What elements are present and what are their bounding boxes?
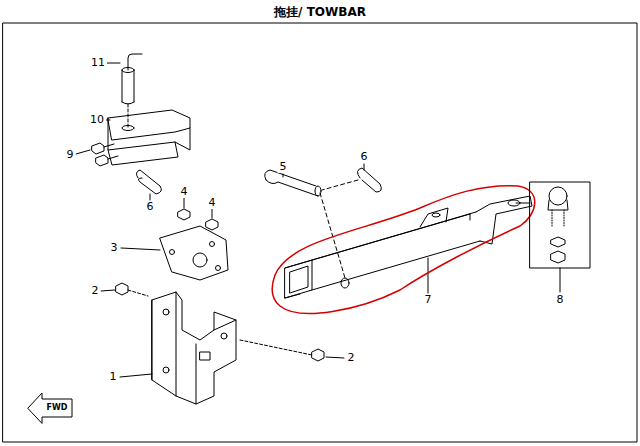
callout-number: 6 bbox=[145, 201, 156, 213]
diagram-title: 拖挂/ TOWBAR bbox=[274, 4, 366, 21]
callout-number: 10 bbox=[88, 114, 106, 126]
callout-number: 2 bbox=[346, 352, 357, 364]
clip-6-left bbox=[136, 170, 161, 200]
clip-6-right bbox=[322, 164, 381, 192]
callout-number: 8 bbox=[555, 294, 566, 306]
callout-number: 5 bbox=[278, 161, 289, 173]
callout-number: 7 bbox=[423, 294, 434, 306]
bracket-10 bbox=[104, 110, 190, 165]
pin-11 bbox=[106, 54, 142, 128]
callout-number: 4 bbox=[179, 186, 190, 198]
bolts-9 bbox=[76, 143, 118, 166]
callout-number: 11 bbox=[89, 57, 107, 69]
direction-label: FWD bbox=[45, 404, 70, 413]
bolt-2-right bbox=[240, 340, 344, 361]
callout-number: 2 bbox=[90, 285, 101, 297]
frame bbox=[3, 23, 637, 442]
callout-number: 6 bbox=[359, 151, 370, 163]
bracket-1 bbox=[120, 292, 236, 404]
fwd-arrow bbox=[28, 393, 72, 423]
callout-number: 4 bbox=[207, 197, 218, 209]
callout-number: 9 bbox=[65, 149, 76, 161]
ball-kit-8 bbox=[516, 180, 590, 292]
callout-number: 1 bbox=[108, 371, 119, 383]
towbar-7 bbox=[285, 196, 532, 298]
highlight-outline bbox=[272, 186, 535, 314]
bolt-2-left bbox=[101, 283, 148, 296]
plate-3 bbox=[121, 226, 228, 280]
callout-number: 3 bbox=[109, 242, 120, 254]
